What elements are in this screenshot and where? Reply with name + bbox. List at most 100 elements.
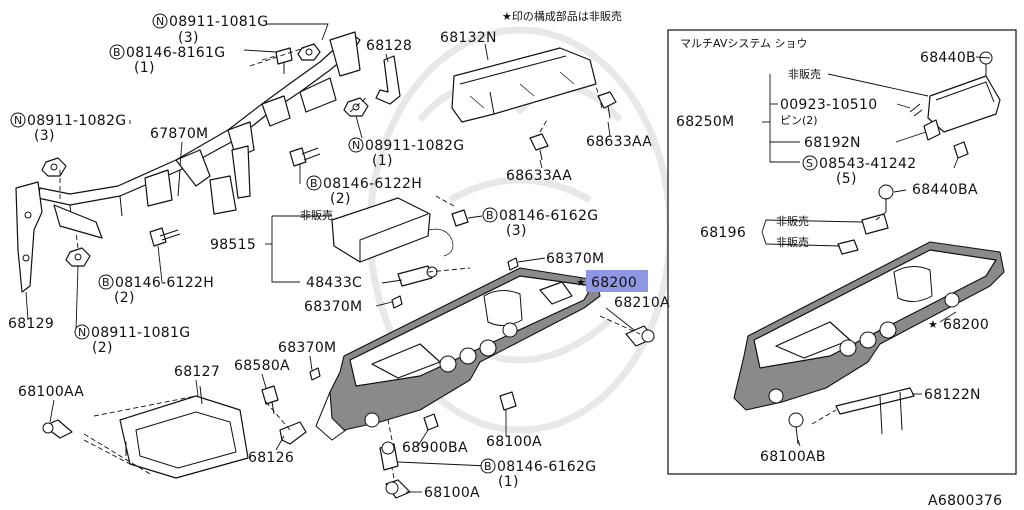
bolt-68100A-b[interactable] [385,479,411,499]
svg-text:B: B [484,460,492,473]
label-inset-68250M[interactable]: 68250M [676,114,734,130]
inset-bracket-68122N[interactable] [835,387,915,435]
label-68633AA-a[interactable]: 68633AA [586,134,652,150]
label-68100A-a[interactable]: 68100A [486,434,542,450]
dashed-guide-lines [59,47,641,479]
svg-text:B: B [102,276,110,289]
label-08146-6162G-low-qty: (1) [498,474,519,490]
label-68900BA[interactable]: 68900BA [402,440,468,456]
svg-text:N: N [156,15,164,28]
inset-panel-68200[interactable] [733,241,1005,411]
inset-multi-av-system: マルチAVシステム ショウ [667,29,1017,475]
label-68370M-b[interactable]: 68370M [304,299,362,315]
label-inset-not-for-sale-a: 非販売 [788,68,821,81]
label-68210A[interactable]: 68210A [614,295,670,311]
screw-prefix-08543-41242: S [802,155,818,171]
inset-screw-68440BA[interactable] [878,184,894,212]
clip-68370M[interactable] [309,257,519,381]
nut-prefix-08911-1082G-left: N [10,112,26,128]
label-68100A-b[interactable]: 68100A [424,485,480,501]
label-08146-6122H-low[interactable]: 08146-6122H [115,275,214,291]
bolt-08146-6162G-low[interactable] [379,441,399,471]
instrument-panel-pad-68200[interactable] [315,267,601,441]
label-08146-6122H-low-qty: (2) [114,290,135,306]
inset-bracket-68192N[interactable] [923,119,941,141]
inset-pin-00923-10510[interactable] [909,103,923,117]
nut-08911-1081G-top[interactable] [297,43,321,61]
label-08146-6162G-mid-qty: (3) [506,223,527,239]
nut-prefix-08911-1081G-low: N [74,324,90,340]
label-08911-1081G-low[interactable]: 08911-1081G [91,325,190,341]
label-08911-1082G-left-qty: (3) [34,128,55,144]
label-inset-68192N[interactable]: 68192N [804,135,861,151]
upper-cover-68132N[interactable] [451,47,597,123]
screw-68633AA-b[interactable] [529,133,549,161]
label-inset-68196[interactable]: 68196 [700,225,746,241]
side-bracket-68129[interactable] [15,181,43,293]
label-inset-68100AB[interactable]: 68100AB [760,449,826,465]
bracket-68126[interactable] [279,421,307,445]
bolt-08146-8161G[interactable] [275,47,293,74]
label-08911-1081G-low-qty: (2) [92,340,113,356]
bolt-68580A[interactable] [261,385,279,415]
bolt-48433C[interactable] [397,265,438,287]
label-68128[interactable]: 68128 [366,38,412,54]
highlight-68200 [586,270,648,292]
passenger-airbag-98515[interactable] [331,197,454,263]
bolt-prefix-08146-8161G: B [109,44,125,60]
label-68126[interactable]: 68126 [248,450,294,466]
clip-68900BA[interactable] [423,413,439,431]
label-68100AA[interactable]: 68100AA [18,384,84,400]
label-08911-1082G-left[interactable]: 08911-1082G [27,113,126,129]
label-inset-68122N[interactable]: 68122N [924,387,981,403]
label-68633AA-b[interactable]: 68633AA [506,168,572,184]
label-68370M-c[interactable]: 68370M [278,340,336,356]
label-98515[interactable]: 98515 [210,237,256,253]
svg-text:N: N [78,326,86,339]
nut-08911-1082G-mid[interactable] [343,97,369,117]
clip-68128[interactable] [375,55,401,105]
note-not-for-sale: ★印の構成部品は非販売 [502,9,622,23]
label-67870M[interactable]: 67870M [150,126,208,142]
inset-bolt-68100AB[interactable] [788,412,804,445]
inset-brackets-68196[interactable] [837,213,889,255]
nut-08911-1081G-low[interactable] [65,247,91,267]
label-08146-6122H-top[interactable]: 08146-6122H [323,176,422,192]
bolt-68100A-a[interactable] [499,391,517,411]
label-48433C[interactable]: 48433C [306,275,362,291]
label-inset-00923-10510[interactable]: 00923-10510 [780,97,877,113]
label-68127[interactable]: 68127 [174,364,220,380]
label-68129[interactable]: 68129 [8,316,54,332]
label-08146-6162G-low[interactable]: 08146-6162G [497,459,596,475]
label-08911-1082G-mid[interactable]: 08911-1082G [365,138,464,154]
steering-member-67870M[interactable] [37,31,361,239]
svg-text:B: B [113,46,121,59]
label-08146-6122H-top-qty: (2) [330,191,351,207]
inset-cover-lid[interactable] [927,75,1001,133]
bolt-prefix-08146-6122H-top: B [306,175,322,191]
label-08146-8161G[interactable]: 08146-8161G [126,45,225,61]
label-68580A[interactable]: 68580A [234,358,290,374]
screw-68633AA-a[interactable] [597,91,617,119]
label-inset-68440B[interactable]: 68440B [920,50,976,66]
label-inset-08543-41242[interactable]: 08543-41242 [819,156,916,172]
bolt-08146-6162G-mid[interactable] [451,209,469,227]
label-08146-6162G-mid[interactable]: 08146-6162G [499,208,598,224]
bolt-08146-6122H-low[interactable] [149,227,181,247]
label-68370M-a[interactable]: 68370M [546,251,604,267]
label-68200-main[interactable]: 68200 [591,275,637,291]
label-not-for-sale-1: 非販売 [300,209,333,222]
label-08911-1081G-top[interactable]: 08911-1081G [169,14,268,30]
star-inset-68200: ★ [928,318,938,331]
inset-screw-08543-41242[interactable] [953,141,969,159]
bolt-68100AA[interactable] [42,419,73,439]
svg-text:B: B [310,177,318,190]
label-inset-68440BA[interactable]: 68440BA [912,182,978,198]
label-inset-68200[interactable]: 68200 [943,317,989,333]
bolt-08146-6122H-top[interactable] [289,147,321,167]
svg-text:N: N [14,114,22,127]
glovebox-frame-68127[interactable] [119,385,249,479]
nut-08911-1082G-left[interactable] [41,157,67,177]
label-68132N[interactable]: 68132N [440,30,497,46]
